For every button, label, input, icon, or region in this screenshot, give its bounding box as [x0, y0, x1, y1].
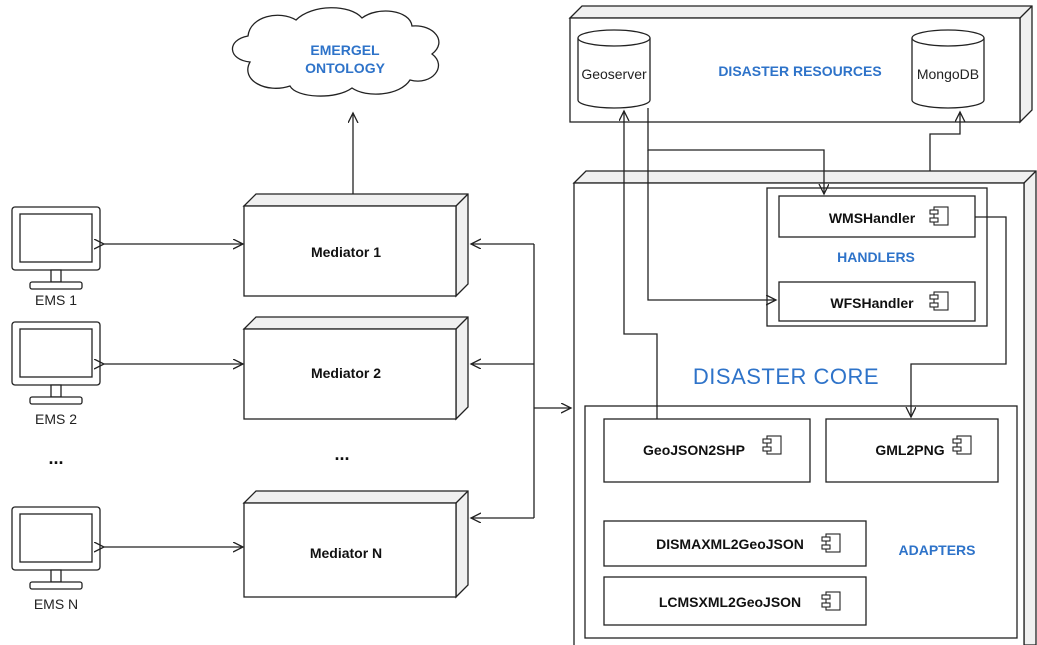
- gml2png-component: GML2PNG: [825, 418, 999, 483]
- ontology-label-line2: ONTOLOGY: [305, 60, 386, 76]
- geoserver-wfshandler-connector: [647, 150, 776, 300]
- ontology-label-line1: EMERGEL: [310, 42, 380, 58]
- adapters-title: ADAPTERS: [898, 542, 975, 558]
- geoserver-label: Geoserver: [581, 66, 647, 82]
- mediator-n-label: Mediator N: [310, 545, 382, 561]
- geoserver-database: Geoserver: [577, 29, 651, 109]
- wfshandler-label: WFSHandler: [830, 295, 914, 311]
- emergel-ontology-cloud: EMERGEL ONTOLOGY: [231, 7, 440, 97]
- wmshandler-gml2png-connector: [911, 216, 1007, 417]
- ems-2-label: EMS 2: [35, 411, 77, 427]
- mediator-2-node: Mediator 2: [242, 316, 469, 421]
- mediators-core-bus: [471, 244, 571, 518]
- ems-1-label: EMS 1: [35, 292, 77, 308]
- ems-ellipsis: ...: [48, 448, 63, 468]
- mediator-2-label: Mediator 2: [311, 365, 381, 381]
- dismaxml2geojson-component: DISMAXML2GeoJSON: [603, 520, 867, 567]
- lcmsxml2geojson-component: LCMSXML2GeoJSON: [603, 576, 867, 626]
- lcmsxml2geojson-label: LCMSXML2GeoJSON: [659, 594, 801, 610]
- wmshandler-label: WMSHandler: [829, 210, 916, 226]
- geojson2shp-geoserver-connector: [624, 111, 658, 419]
- wfshandler-component: WFSHandler: [778, 281, 976, 322]
- geoserver-wmshandler-connector: [647, 108, 824, 194]
- dismaxml2geojson-label: DISMAXML2GeoJSON: [656, 536, 804, 552]
- handlers-mongodb-connector: [929, 112, 960, 171]
- geojson2shp-label: GeoJSON2SHP: [643, 442, 745, 458]
- disaster-resources-title: DISASTER RESOURCES: [718, 63, 881, 79]
- geojson2shp-component: GeoJSON2SHP: [603, 418, 811, 483]
- mongodb-label: MongoDB: [917, 66, 979, 82]
- disaster-core-title: DISASTER CORE: [693, 364, 879, 389]
- mediator-1-node: Mediator 1: [242, 193, 469, 298]
- ems-n-monitor-icon: [11, 506, 101, 590]
- mediator-1-label: Mediator 1: [311, 244, 381, 260]
- ems-2-monitor-icon: [11, 321, 101, 405]
- gml2png-label: GML2PNG: [875, 442, 944, 458]
- ems-1-monitor-icon: [11, 206, 101, 290]
- handlers-title: HANDLERS: [837, 249, 915, 265]
- mongodb-database: MongoDB: [911, 29, 985, 109]
- ems-n-label: EMS N: [34, 596, 78, 612]
- wmshandler-component: WMSHandler: [778, 195, 976, 238]
- mediators-ellipsis: ...: [334, 444, 349, 464]
- mediator-n-node: Mediator N: [242, 490, 469, 599]
